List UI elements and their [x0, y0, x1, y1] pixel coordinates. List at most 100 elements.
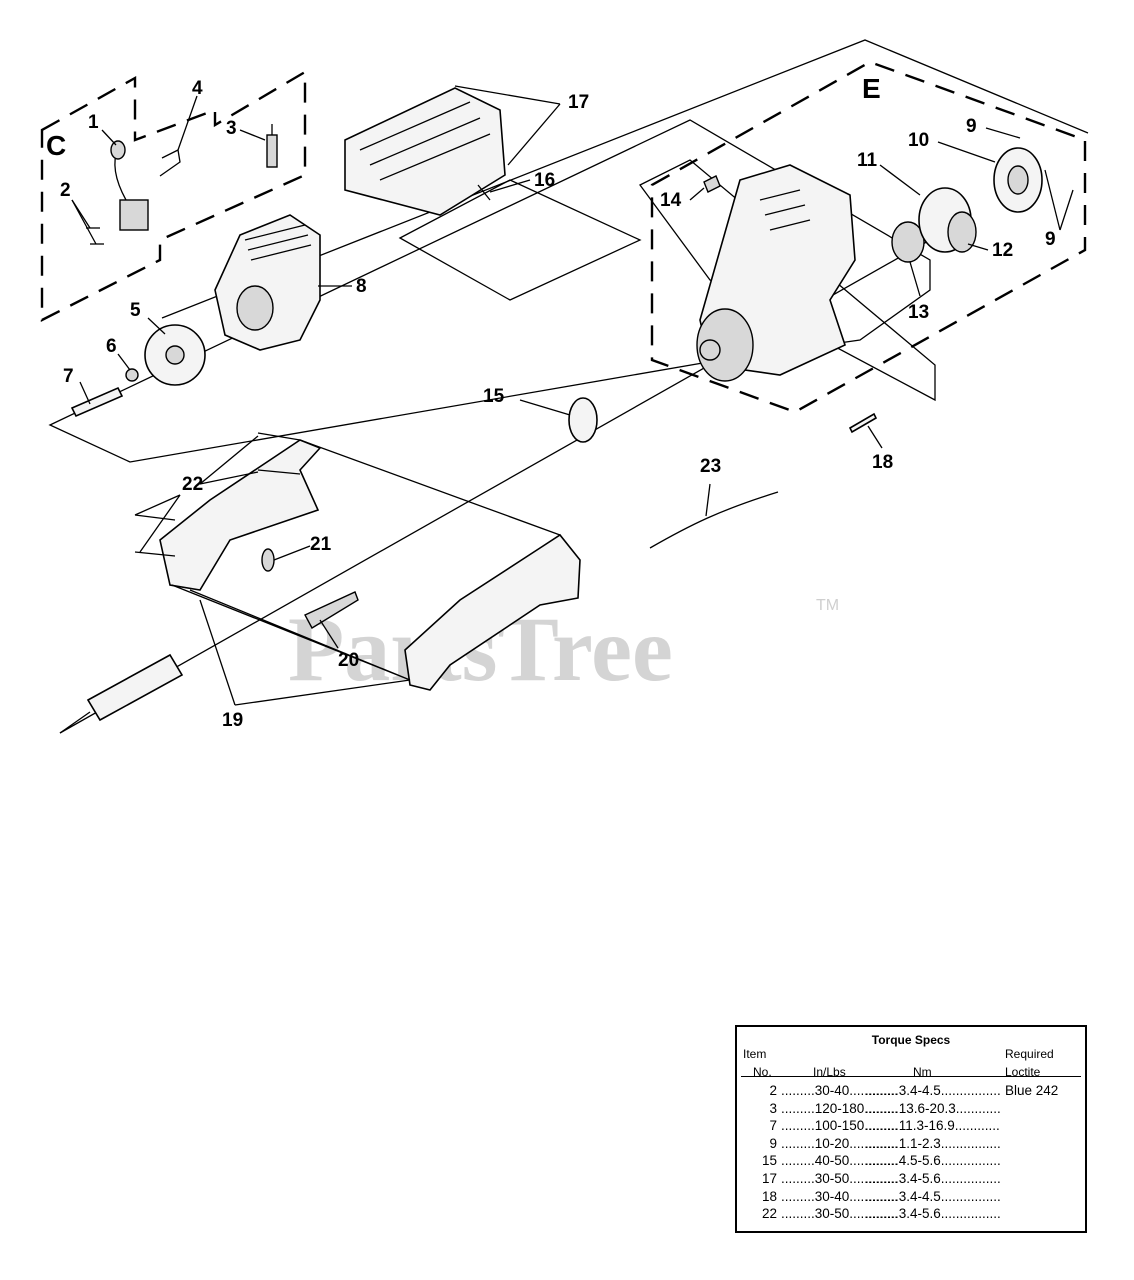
cell-item: 3 [769, 1100, 777, 1116]
cell-item: 2 [769, 1083, 777, 1098]
callout-7: 7 [63, 366, 74, 387]
torque-rows: 2 .........30-40........................… [737, 1083, 1085, 1224]
table-row: 2 .........30-40........................… [737, 1083, 1085, 1101]
handle-assembly-lines [171, 439, 561, 681]
part-21-ring [261, 548, 275, 572]
cell-item: 7 [769, 1118, 777, 1134]
header-inlbs: In/Lbs [813, 1065, 846, 1079]
callout-11: 11 [857, 150, 878, 171]
callout-2: 2 [60, 180, 71, 201]
torque-specs-title: Torque Specs [871, 1033, 951, 1047]
part-6-nut [125, 368, 139, 382]
callout-6: 6 [106, 336, 117, 357]
ignition-module [119, 199, 149, 231]
housing-vents [759, 189, 811, 231]
callout-12: 12 [992, 240, 1013, 261]
section-label-c: C [46, 130, 66, 161]
cell-loctite: Blue 242 [1005, 1083, 1059, 1098]
section-c-outline [40, 69, 307, 322]
callout-14: 14 [660, 190, 682, 211]
callout-18: 18 [872, 452, 893, 473]
flywheel-hub [165, 345, 185, 365]
cell-item: 17 [761, 1170, 777, 1186]
table-row: 7 .........100-150......................… [737, 1118, 1085, 1136]
cell-nm: .........3.4-4.5........................… [865, 1188, 1001, 1204]
shroud-panel-outline [398, 179, 642, 301]
table-row: 17 .........30-50.......................… [737, 1171, 1085, 1189]
callout-9-b: 9 [1045, 229, 1056, 250]
cell-nm: .........4.5-5.6........................… [865, 1153, 1001, 1169]
cell-inlbs: .........30-50..........................… [781, 1170, 899, 1186]
callout-3: 3 [226, 118, 237, 139]
callout-4: 4 [192, 78, 203, 99]
part-4-clip [159, 149, 181, 177]
part-13-spring [891, 221, 925, 263]
cell-nm: .........1.1-2.3........................… [865, 1135, 1001, 1151]
callout-15: 15 [483, 386, 505, 407]
cell-nm: .........3.4-4.5........................… [865, 1083, 1001, 1098]
cell-inlbs: .........30-50..........................… [781, 1206, 899, 1222]
cell-item: 22 [761, 1206, 777, 1222]
cover-center [1007, 165, 1029, 195]
header-nm: Nm [913, 1065, 932, 1079]
part-22-screws [134, 432, 301, 557]
part-3-spark-plug [266, 134, 278, 168]
callout-21: 21 [310, 534, 332, 555]
part-12-gear [947, 211, 977, 253]
table-row: 15 .........40-50.......................… [737, 1153, 1085, 1171]
part-19-handle [404, 533, 581, 691]
part-20-trigger [304, 591, 359, 629]
header-required: Required [1005, 1047, 1054, 1061]
header-item: Item [743, 1047, 767, 1061]
part-8-engine-block [214, 214, 321, 351]
section-label-e: E [862, 73, 881, 104]
callout-5: 5 [130, 300, 141, 321]
callout-10: 10 [908, 130, 929, 151]
part-18-screw [848, 412, 878, 434]
table-row: 9 .........10-20........................… [737, 1136, 1085, 1154]
part-16-screw [477, 184, 491, 201]
housing-output-shaft [699, 339, 721, 361]
part-23-cable [649, 491, 779, 549]
cell-inlbs: .........30-40..........................… [781, 1083, 899, 1098]
part-22-handle-half [159, 439, 322, 591]
table-row: 3 .........120-180......................… [737, 1101, 1085, 1119]
cell-nm: .........3.4-5.6........................… [865, 1206, 1001, 1222]
shroud-ribs [359, 101, 491, 181]
cylinder-fins [244, 224, 312, 261]
callout-22: 22 [182, 474, 203, 495]
table-row: 22 .........30-50.......................… [737, 1206, 1085, 1224]
header-rule [741, 1076, 1081, 1077]
part-14-clip [703, 175, 721, 193]
cell-item: 15 [761, 1153, 777, 1169]
callout-19: 19 [222, 710, 243, 731]
housing-clutch-face [696, 308, 754, 382]
engine-panel-outline [48, 119, 931, 463]
cell-item: 18 [761, 1188, 777, 1204]
cell-inlbs: .........120-180........................… [781, 1100, 899, 1116]
watermark-trademark: TM [816, 597, 839, 614]
cell-item: 9 [769, 1135, 777, 1151]
callout-16: 16 [534, 170, 555, 191]
cell-inlbs: .........40-50..........................… [781, 1153, 899, 1169]
cell-nm: .........3.4-5.6........................… [865, 1170, 1001, 1186]
part-17-shroud [344, 87, 506, 216]
cell-inlbs: .........100-150........................… [781, 1118, 899, 1134]
header-item-no: No. [753, 1065, 772, 1079]
callout-23: 23 [700, 456, 721, 477]
cell-inlbs: .........10-20..........................… [781, 1135, 899, 1151]
crankcase-bore [236, 285, 274, 331]
callout-20: 20 [338, 650, 359, 671]
drive-shaft-tip [59, 711, 91, 734]
callout-17: 17 [568, 92, 589, 113]
drive-shaft-tube [86, 653, 184, 722]
engine-cover-panel [639, 159, 936, 402]
leader-lines [71, 85, 1074, 706]
table-row: 18 .........30-40.......................… [737, 1189, 1085, 1207]
diagonal-long [161, 39, 1089, 319]
part-1-boot [110, 140, 126, 160]
callout-8: 8 [356, 276, 367, 297]
callout-9-a: 9 [966, 116, 977, 137]
header-loctite: Loctite [1005, 1065, 1041, 1079]
